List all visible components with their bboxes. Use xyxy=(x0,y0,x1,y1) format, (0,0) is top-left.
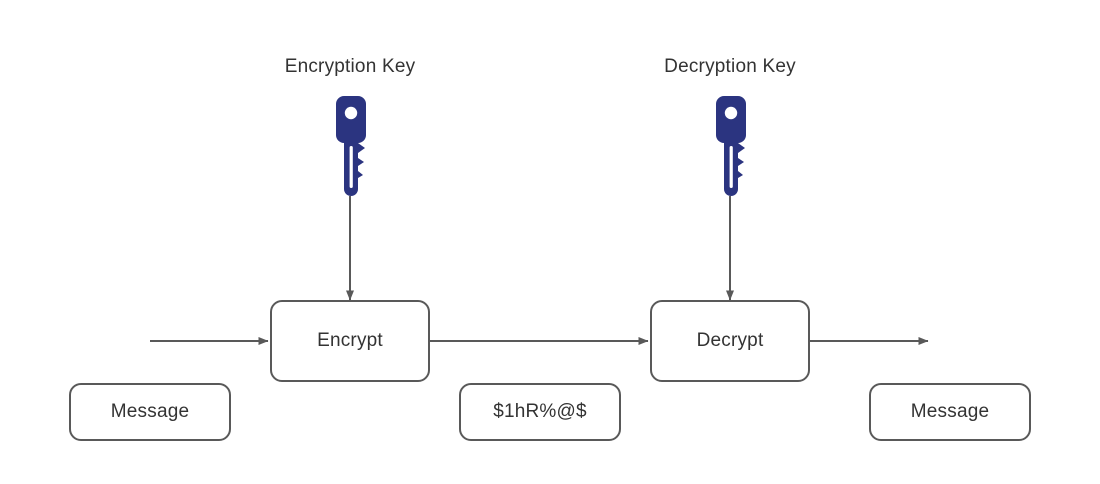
decrypt-node[interactable]: Decrypt xyxy=(650,300,810,382)
decryption-key-label: Decryption Key xyxy=(664,56,796,77)
message-input-node[interactable]: Message xyxy=(69,383,231,441)
key-icon xyxy=(336,96,366,196)
message-output-node[interactable]: Message xyxy=(869,383,1031,441)
key-icon xyxy=(716,96,746,196)
ciphertext-node[interactable]: $1hR%@$ xyxy=(459,383,621,441)
encryption-key-label: Encryption Key xyxy=(284,56,416,77)
encrypt-node[interactable]: Encrypt xyxy=(270,300,430,382)
